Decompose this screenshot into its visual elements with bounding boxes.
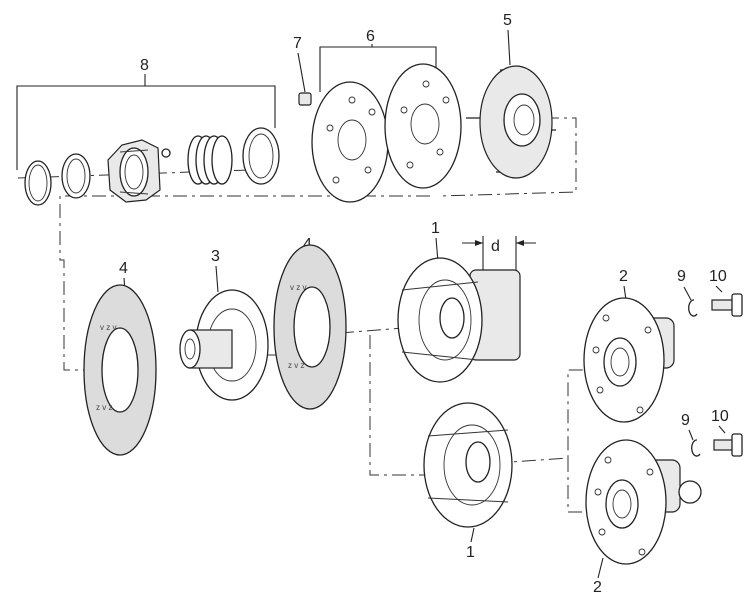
friction-plate-1 (311, 81, 389, 203)
bolt-top (711, 293, 743, 317)
coil-spring (187, 135, 233, 185)
pin (298, 92, 312, 106)
svg-text:z v z: z v z (96, 403, 112, 412)
svg-text:v z v: v z v (100, 323, 116, 332)
circlip-bottom (691, 439, 701, 457)
friction-lining-right: v z v z v z (273, 244, 347, 410)
callout-10-bottom: 10 (711, 408, 729, 425)
callout-9-bottom: 9 (681, 412, 690, 429)
callout-4-left: 4 (119, 260, 128, 277)
svg-text:z v z: z v z (288, 361, 304, 370)
callout-10-top: 10 (709, 268, 727, 285)
hub-disc (179, 289, 269, 401)
friction-plate-2 (384, 63, 462, 189)
clutch-housing-top (397, 257, 521, 383)
flange-yoke-top (583, 297, 675, 423)
callout-8: 8 (140, 57, 149, 74)
callout-2-top: 2 (619, 268, 628, 285)
dimension-d: d (491, 238, 500, 255)
callout-6: 6 (366, 28, 375, 45)
ball (161, 148, 171, 158)
circlip-top (688, 299, 698, 317)
callout-5: 5 (503, 12, 512, 29)
callout-4-right: 4 (303, 236, 312, 253)
callout-9-top: 9 (677, 268, 686, 285)
callout-3: 3 (211, 248, 220, 265)
svg-text:v z v: v z v (290, 283, 306, 292)
bolt-bottom (713, 433, 743, 457)
bearing-housing (107, 139, 161, 203)
clutch-housing-bottom (423, 402, 513, 528)
snap-ring-left (24, 160, 52, 206)
flange-yoke-bottom (585, 439, 702, 565)
thrust-ring (61, 153, 91, 199)
callout-1-top: 1 (431, 220, 440, 237)
pressure-plate (466, 65, 556, 179)
friction-lining-left: v z v z v z (83, 284, 157, 456)
callout-7: 7 (293, 35, 302, 52)
snap-ring-right (242, 127, 280, 185)
callout-1-bottom: 1 (466, 544, 475, 561)
callout-2-bottom: 2 (593, 579, 602, 596)
